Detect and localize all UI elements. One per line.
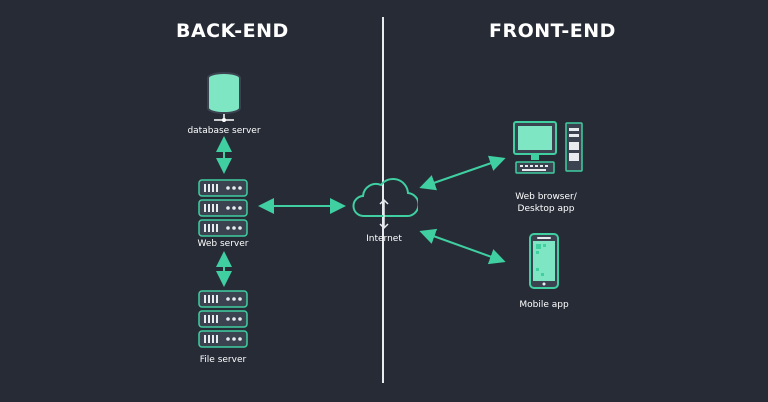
- arrow-internet-to-mobile: [419, 228, 506, 265]
- mobile-app-label: Mobile app: [519, 300, 569, 310]
- file-server-label: File server: [199, 355, 247, 365]
- web-server-icon: [198, 179, 248, 237]
- desktop-computer-icon: [513, 121, 583, 174]
- backend-title: BACK-END: [176, 20, 289, 42]
- mobile-phone-icon: [529, 233, 559, 289]
- internet-label: Internet: [366, 234, 402, 244]
- database-icon: [207, 72, 241, 122]
- web-server-label: Web server: [197, 239, 249, 249]
- database-server-label: database server: [187, 126, 261, 136]
- frontend-title: FRONT-END: [489, 20, 616, 42]
- web-browser-label-line2: Desktop app: [517, 204, 575, 214]
- file-server-icon: [198, 290, 248, 348]
- arrow-internet-to-desktop: [419, 155, 506, 191]
- web-browser-label-line1: Web browser/: [515, 192, 577, 202]
- cloud-icon: [352, 178, 418, 230]
